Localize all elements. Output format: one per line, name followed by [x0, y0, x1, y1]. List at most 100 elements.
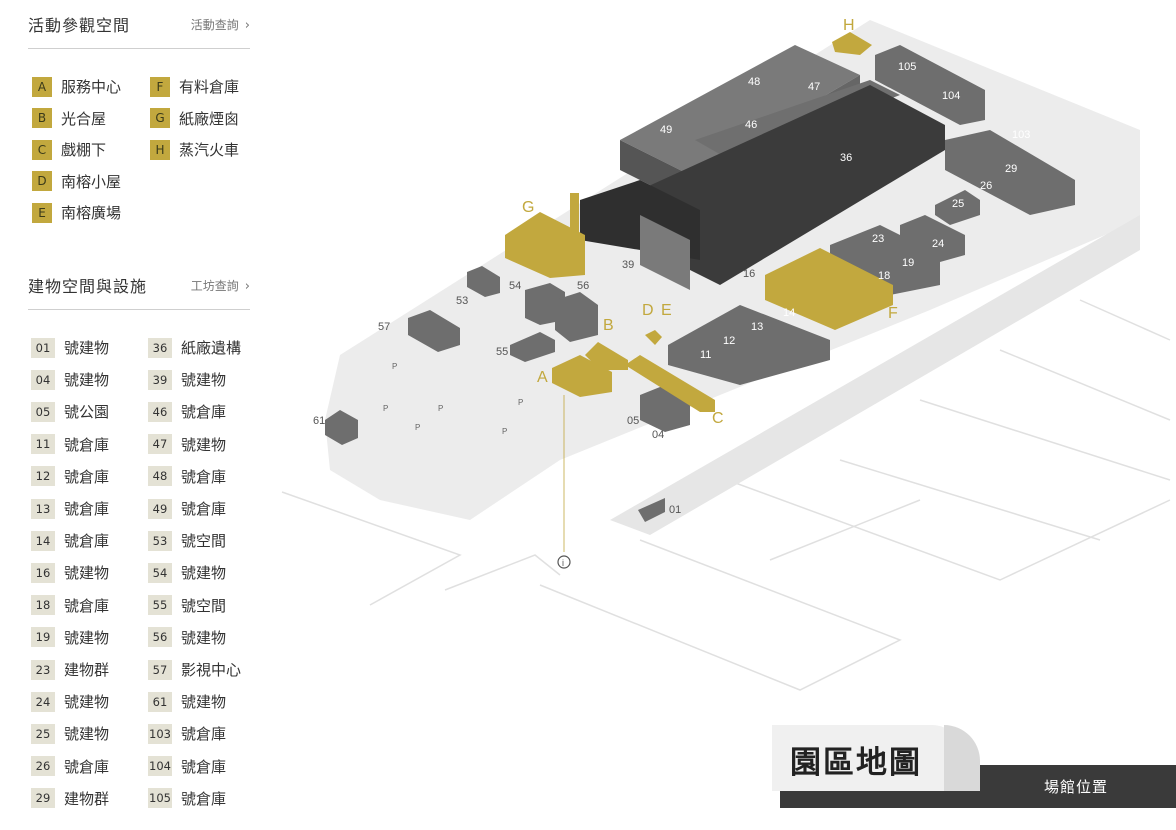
- label-55: 55: [496, 346, 508, 358]
- building-item-label: 號公園: [64, 403, 110, 422]
- workshop-search-link[interactable]: 工坊查詢›: [191, 277, 250, 294]
- building-code-badge: 01: [31, 337, 55, 358]
- chevron-right-icon: ›: [244, 17, 250, 33]
- building-code-badge: 48: [148, 466, 172, 487]
- building-01-shape[interactable]: [638, 498, 665, 522]
- building-39-shape[interactable]: [640, 215, 690, 290]
- building-item-55[interactable]: 55 號空間: [148, 595, 226, 616]
- building-code-badge: 13: [31, 498, 55, 519]
- building-36-shape[interactable]: [640, 85, 945, 285]
- building-item-label: 影視中心: [181, 661, 242, 679]
- label-18: 18: [878, 270, 890, 282]
- building-56-shape[interactable]: [555, 292, 598, 342]
- building-105-shape[interactable]: [875, 45, 985, 125]
- building-item-57[interactable]: 57 影視中心: [148, 659, 241, 680]
- highlight-building-group: [505, 32, 893, 412]
- label-53: 53: [456, 295, 468, 307]
- building-code-badge: 26: [31, 756, 55, 777]
- building-code-badge: 11: [31, 434, 55, 455]
- building-item-label: 號倉庫: [181, 403, 227, 422]
- building-item-label: 號倉庫: [181, 500, 227, 518]
- activity-item-label: 服務中心: [61, 78, 122, 96]
- building-code-badge: 04: [31, 369, 55, 390]
- building-code-badge: 104: [148, 756, 172, 777]
- label-46: 46: [745, 119, 757, 131]
- building-48-shape[interactable]: [620, 45, 860, 175]
- building-item-label: 號建物: [64, 564, 110, 583]
- building-item-label: 號建物: [64, 725, 110, 744]
- building-item-label: 號空間: [181, 596, 227, 615]
- building-57-shape[interactable]: [408, 310, 460, 352]
- building-code-badge: 36: [148, 337, 172, 358]
- venue-location-link[interactable]: 場館位置: [1043, 778, 1108, 796]
- building-61-shape[interactable]: [325, 410, 358, 445]
- building-29-shape[interactable]: [945, 130, 1075, 215]
- site-F-shape[interactable]: [765, 248, 893, 330]
- label-C: C: [712, 410, 724, 427]
- workshop-search-label: 工坊查詢: [190, 278, 239, 293]
- building-53-shape[interactable]: [467, 266, 500, 297]
- building-code-badge: 55: [148, 595, 172, 616]
- site-C-shape[interactable]: [625, 355, 715, 412]
- site-G-shape[interactable]: [505, 212, 585, 278]
- building-55-shape[interactable]: [510, 332, 555, 362]
- site-B-shape[interactable]: [585, 342, 628, 370]
- label-25: 25: [952, 198, 964, 210]
- building-item-label: 號倉庫: [181, 467, 227, 486]
- buildings-section-header: 建物空間與設施 工坊查詢›: [28, 261, 250, 310]
- activity-code-badge: F: [150, 76, 170, 97]
- activity-search-link[interactable]: 活動查詢›: [191, 16, 250, 33]
- site-D-shape[interactable]: [645, 330, 662, 345]
- site-H-shape[interactable]: [832, 32, 872, 55]
- label-36: 36: [840, 152, 852, 164]
- building-11-14-shape[interactable]: [668, 305, 830, 385]
- building-item-48[interactable]: 48 號倉庫: [148, 466, 226, 487]
- building-item-label: 號建物: [64, 693, 110, 712]
- info-icon[interactable]: i: [557, 555, 571, 569]
- activity-code-badge: G: [150, 108, 170, 128]
- building-item-label: 號建物: [181, 628, 227, 647]
- label-04: 04: [652, 429, 664, 441]
- building-code-badge: 57: [148, 659, 172, 680]
- grey-building-group: [325, 45, 1075, 522]
- building-24-shape[interactable]: [900, 215, 965, 262]
- building-number-labels-white: 48 47 49 46 36 105 104 103 29 26 25 24 2…: [660, 61, 1030, 361]
- building-25-shape[interactable]: [935, 190, 980, 225]
